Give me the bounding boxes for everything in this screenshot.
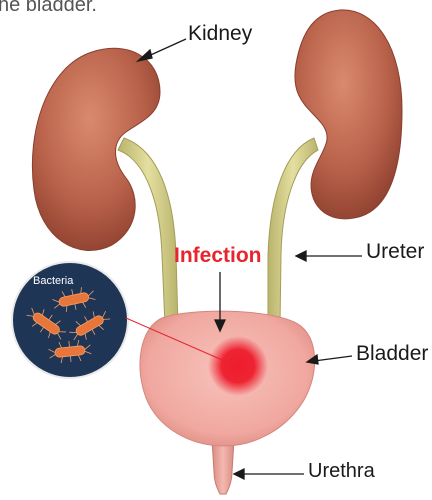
caption-text: he bladder. [0,0,97,17]
right-ureter [268,138,318,325]
right-kidney [295,10,402,219]
bacteria-label: Bacteria [33,275,73,287]
urethra [212,440,234,494]
infection-spot [208,336,268,396]
infection-label: Infection [174,244,262,268]
bladder-label: Bladder [356,342,428,366]
bladder-arrow [314,356,352,361]
urethra-label: Urethra [308,460,375,483]
kidney-label: Kidney [188,22,252,46]
ureter-label: Ureter [366,240,424,264]
